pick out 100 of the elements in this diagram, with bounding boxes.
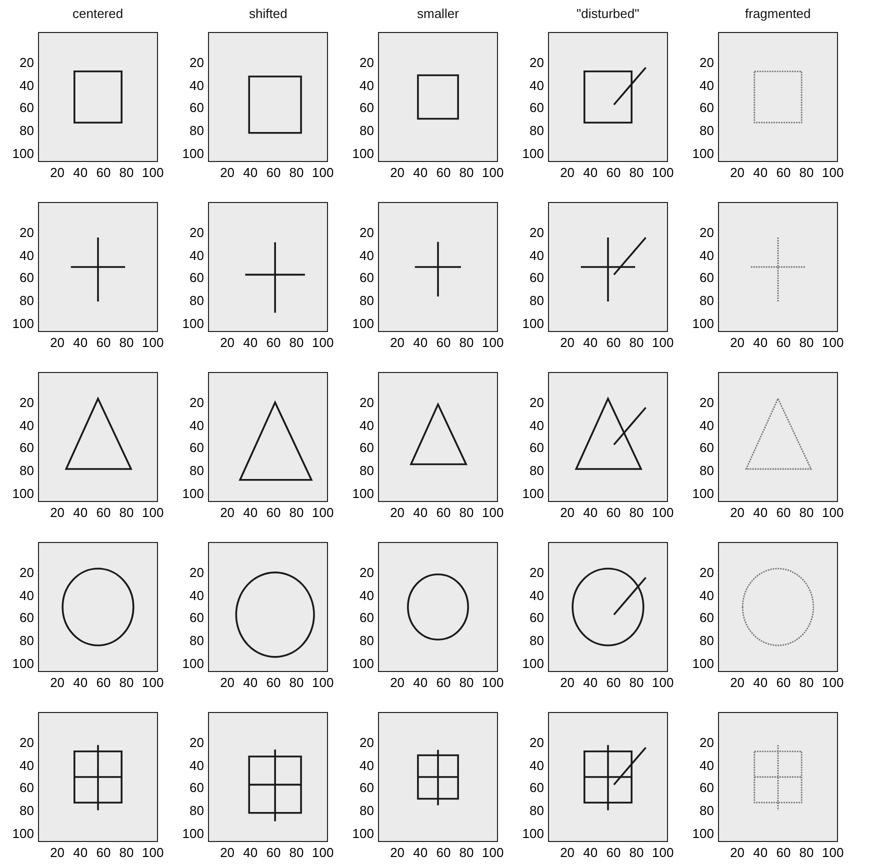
tick-label: 20: [390, 505, 405, 520]
tick-label: 40: [583, 335, 598, 350]
tick-label: 40: [753, 505, 768, 520]
tick-label: 40: [413, 505, 428, 520]
tick-label: 20: [50, 335, 65, 350]
tick-label: 40: [413, 845, 428, 860]
tick-label: 20: [358, 54, 374, 70]
tick-label: 40: [528, 588, 544, 603]
tick-label: 60: [436, 505, 451, 520]
tick-label: 100: [521, 826, 544, 841]
column-title: smaller: [417, 6, 459, 21]
tick-label: 40: [583, 675, 598, 690]
tick-label: 80: [528, 293, 544, 308]
tick-label: 100: [652, 335, 674, 350]
tick-label: 80: [629, 845, 644, 860]
tick-label: 40: [753, 675, 768, 690]
column-title: centered: [72, 6, 124, 21]
tick-label: 60: [96, 505, 111, 520]
tick-label: 20: [18, 54, 34, 70]
tick-label: 20: [730, 165, 745, 180]
tick-label: 80: [799, 165, 814, 180]
tick-label: 60: [776, 335, 791, 350]
tick-label: 40: [243, 675, 258, 690]
tick-label: 80: [459, 335, 474, 350]
tick-label: 80: [18, 123, 34, 138]
tick-label: 20: [698, 224, 714, 240]
tick-label: 100: [312, 845, 334, 860]
tick-label: 80: [698, 463, 714, 478]
tick-label: 40: [583, 505, 598, 520]
tick-label: 60: [266, 845, 281, 860]
tick-label: 60: [358, 610, 374, 626]
tick-label: 80: [188, 293, 204, 308]
tick-label: 20: [220, 845, 235, 860]
tick-label: 100: [11, 826, 34, 841]
tick-label: 80: [799, 505, 814, 520]
tick-label: 100: [521, 486, 544, 501]
tick-label: 100: [312, 165, 334, 180]
tick-label: 20: [390, 165, 405, 180]
tick-label: 20: [528, 734, 544, 750]
tick-label: 20: [730, 845, 745, 860]
tick-label: 100: [521, 656, 544, 671]
tick-label: 60: [698, 780, 714, 796]
tick-label: 60: [18, 270, 34, 286]
tick-label: 80: [358, 463, 374, 478]
tick-label: 20: [220, 675, 235, 690]
tick-label: 40: [73, 335, 88, 350]
tick-label: 20: [18, 564, 34, 580]
tick-label: 60: [188, 780, 204, 796]
tick-label: 80: [188, 123, 204, 138]
tick-label: 80: [289, 505, 304, 520]
tick-label: 40: [243, 335, 258, 350]
tick-label: 60: [188, 270, 204, 286]
tick-label: 60: [606, 505, 621, 520]
tick-label: 60: [698, 270, 714, 286]
tick-label: 80: [188, 803, 204, 818]
tick-label: 20: [528, 564, 544, 580]
tick-label: 40: [698, 588, 714, 603]
tick-label: 80: [188, 633, 204, 648]
tick-label: 100: [312, 335, 334, 350]
tick-label: 60: [188, 610, 204, 626]
tick-label: 80: [18, 463, 34, 478]
tick-label: 20: [188, 224, 204, 240]
tick-label: 60: [358, 440, 374, 456]
tick-label: 20: [730, 505, 745, 520]
tick-label: 60: [436, 165, 451, 180]
tick-label: 60: [266, 165, 281, 180]
tick-label: 40: [188, 418, 204, 433]
tick-label: 100: [181, 316, 204, 331]
tick-label: 60: [606, 675, 621, 690]
tick-label: 60: [528, 440, 544, 456]
tick-label: 60: [698, 100, 714, 116]
tick-label: 60: [606, 165, 621, 180]
tick-label: 40: [358, 588, 374, 603]
tick-label: 100: [822, 165, 844, 180]
tick-label: 20: [390, 335, 405, 350]
tick-label: 20: [358, 734, 374, 750]
tick-label: 80: [528, 803, 544, 818]
tick-label: 100: [691, 316, 714, 331]
tick-label: 40: [18, 588, 34, 603]
tick-label: 40: [753, 165, 768, 180]
tick-label: 100: [181, 146, 204, 161]
tick-label: 20: [390, 845, 405, 860]
tick-label: 100: [482, 165, 504, 180]
tick-label: 40: [73, 505, 88, 520]
tick-label: 20: [188, 394, 204, 410]
tick-label: 40: [583, 845, 598, 860]
tick-label: 20: [220, 335, 235, 350]
tick-label: 40: [243, 165, 258, 180]
tick-label: 100: [181, 826, 204, 841]
tick-label: 60: [96, 675, 111, 690]
tick-label: 80: [358, 293, 374, 308]
tick-label: 40: [528, 248, 544, 263]
tick-label: 20: [188, 734, 204, 750]
tick-label: 80: [289, 335, 304, 350]
column-title: shifted: [249, 6, 288, 21]
tick-label: 20: [18, 224, 34, 240]
tick-label: 20: [220, 165, 235, 180]
tick-label: 20: [50, 165, 65, 180]
tick-label: 60: [18, 100, 34, 116]
tick-label: 40: [698, 78, 714, 93]
